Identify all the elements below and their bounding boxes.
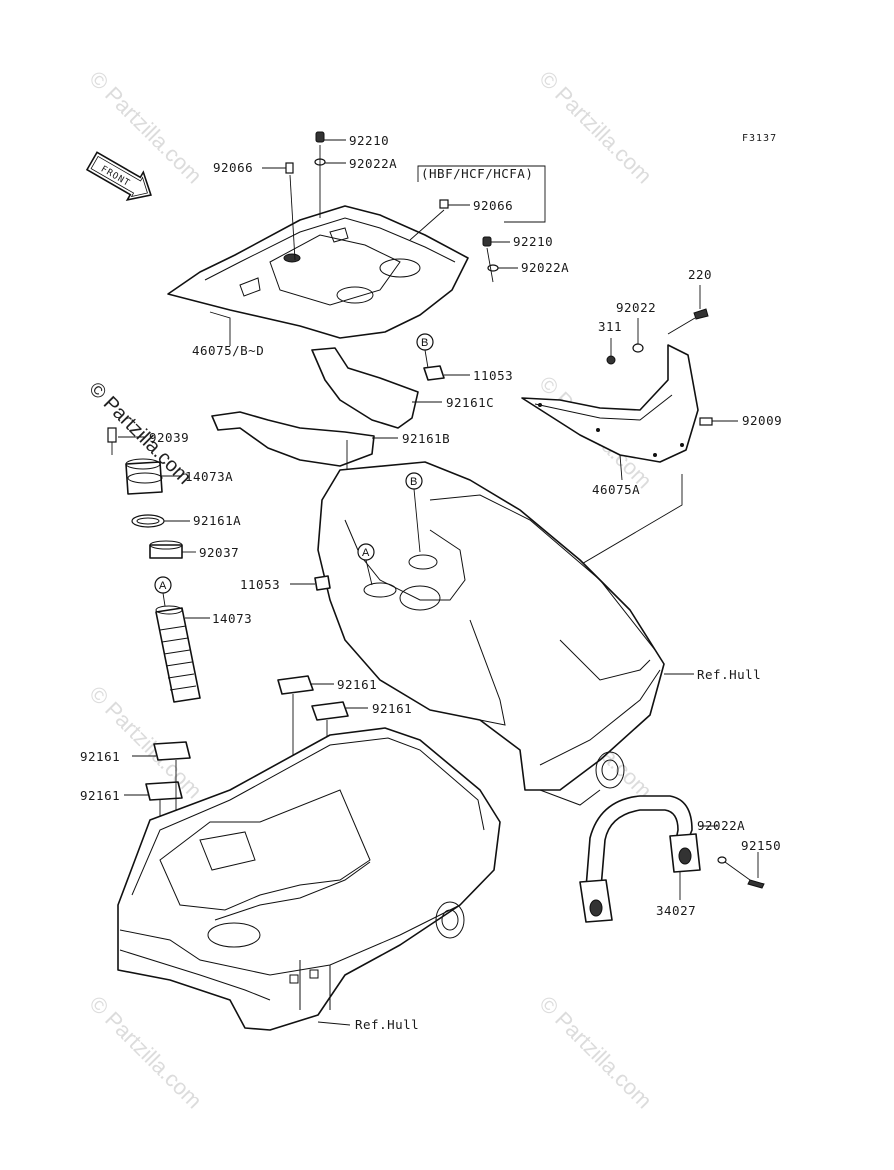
clip-11053-top-icon xyxy=(423,365,445,381)
label-92161-l1: 92161 xyxy=(80,749,120,764)
deck-hull-top xyxy=(317,461,665,806)
clamp-92037-icon xyxy=(149,544,183,559)
hose-14073-icon xyxy=(155,607,201,703)
hose-assembly: A xyxy=(107,427,210,703)
watermark-6: © Partzilla.com xyxy=(84,991,207,1114)
label-14073: 14073 xyxy=(212,611,252,626)
label-92210-top: 92210 xyxy=(349,133,389,148)
label-92037: 92037 xyxy=(199,545,239,560)
label-92039: 92039 xyxy=(149,430,189,445)
pads xyxy=(211,347,442,467)
label-92022: 92022 xyxy=(616,300,656,315)
label-92210-mid: 92210 xyxy=(513,234,553,249)
label-92009: 92009 xyxy=(742,413,782,428)
bolt-92150-icon xyxy=(747,879,765,889)
washer-92022A-low-icon xyxy=(717,856,727,864)
callout-a-left-text: A xyxy=(159,580,167,592)
callout-b-hull-text: B xyxy=(410,476,417,488)
screw-220-icon xyxy=(693,308,709,320)
pad-92161-l1-icon xyxy=(153,741,191,761)
figure-code: F3137 xyxy=(742,133,777,144)
screw-92066-left-icon xyxy=(285,162,294,174)
label-14073A: 14073A xyxy=(185,469,233,484)
label-92161-l2: 92161 xyxy=(80,788,120,803)
pad-92161-c2-icon xyxy=(311,701,349,721)
callout-b-top-text: B xyxy=(421,337,428,349)
label-46075BD: 46075/B~D xyxy=(192,343,264,358)
pad-92161-l2-icon xyxy=(145,781,183,801)
label-92150: 92150 xyxy=(741,838,781,853)
washer-92022-icon xyxy=(632,343,644,353)
variant-note: (HBF/HCF/HCFA) xyxy=(421,166,533,181)
screw-92039-icon xyxy=(107,427,117,443)
label-92066-box: 92066 xyxy=(473,198,513,213)
label-refhull-bottom: Ref.Hull xyxy=(355,1017,419,1032)
fitting-14073A-icon xyxy=(125,461,163,495)
storage-tray xyxy=(167,205,469,339)
tray-fasteners xyxy=(209,131,518,346)
label-311: 311 xyxy=(598,319,622,334)
washer-92022A-mid-icon xyxy=(487,264,499,272)
label-220: 220 xyxy=(688,267,712,282)
variant-note-box: (HBF/HCF/HCFA) xyxy=(417,165,546,223)
label-46075A: 46075A xyxy=(592,482,640,497)
label-92161B: 92161B xyxy=(402,431,450,446)
label-92022A-mid: 92022A xyxy=(521,260,569,275)
label-11053-left: 11053 xyxy=(240,577,280,592)
bolt-92210-top-icon xyxy=(315,131,325,143)
callout-a-hull-text: A xyxy=(362,547,370,559)
screw-92009-icon xyxy=(699,417,713,426)
watermark-7: © Partzilla.com xyxy=(534,991,657,1114)
label-92022A-top: 92022A xyxy=(349,156,397,171)
label-92161-c1: 92161 xyxy=(337,677,377,692)
bolt-92210-mid-icon xyxy=(482,236,492,247)
label-34027: 34027 xyxy=(656,903,696,918)
pad-92161-c1-icon xyxy=(277,675,314,695)
clip-11053-left-icon xyxy=(314,575,331,591)
label-92022A-low: 92022A xyxy=(697,818,745,833)
label-92066-left: 92066 xyxy=(213,160,253,175)
label-11053-top: 11053 xyxy=(473,368,513,383)
handle-34027 xyxy=(579,795,701,923)
label-92161C: 92161C xyxy=(446,395,494,410)
label-refhull-right: Ref.Hull xyxy=(697,667,761,682)
bottom-hull xyxy=(117,727,501,1031)
label-92161-c2: 92161 xyxy=(372,701,412,716)
label-92161A: 92161A xyxy=(193,513,241,528)
front-arrow-icon: FRONT xyxy=(85,151,152,201)
screw-92066-box-icon xyxy=(439,199,449,209)
watermark-2: © Partzilla.com xyxy=(534,66,657,189)
nut-311-icon xyxy=(606,355,616,365)
